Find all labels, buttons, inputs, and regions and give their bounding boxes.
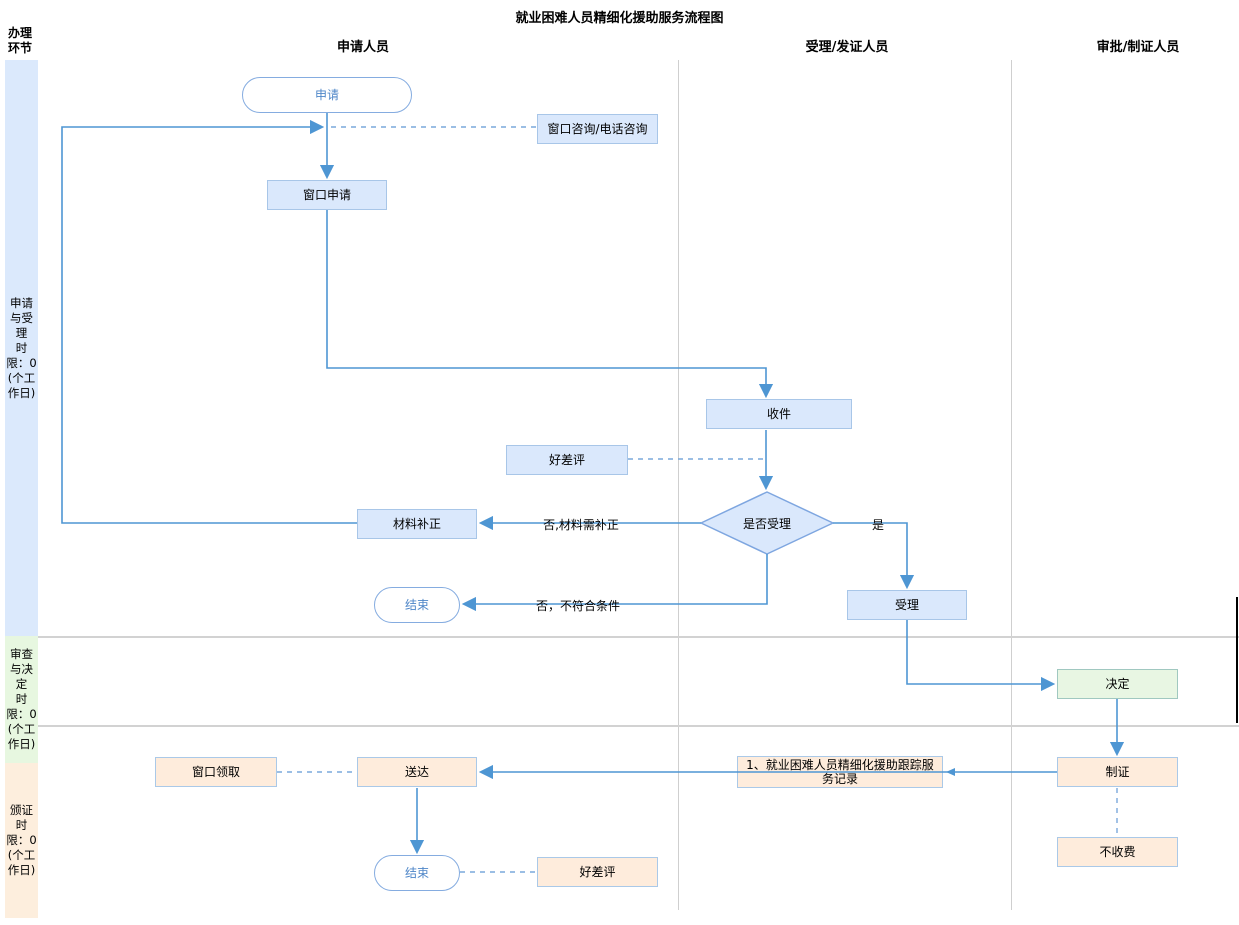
edge-accept-to-decide <box>906 620 1056 692</box>
edge-decision-to-accept <box>833 522 915 590</box>
column-header-acceptor: 受理/发证人员 <box>805 40 889 55</box>
column-header-applicant: 申请人员 <box>336 40 390 55</box>
edge-window-apply-to-receive <box>326 210 774 399</box>
node-decide: 决定 <box>1057 669 1178 699</box>
edge-arrowhead-track-record <box>946 768 955 776</box>
lane-divider-horizontal-1 <box>38 636 1239 638</box>
sidebar-section-apply-accept: 申请 与受 理 时 限：0 (个工 作日) <box>5 60 38 636</box>
node-no-fee: 不收费 <box>1057 837 1178 867</box>
node-review-top: 好差评 <box>506 445 628 475</box>
node-review-bottom: 好差评 <box>537 857 658 887</box>
column-header-approver: 审批/制证人员 <box>1096 40 1180 55</box>
page-title: 就业困难人员精细化援助服务流程图 <box>515 11 724 26</box>
node-apply: 申请 <box>242 77 412 113</box>
node-track-record: 1、就业困难人员精细化援助跟踪服务记录 <box>737 756 943 788</box>
lane-divider-horizontal-2 <box>38 725 1239 727</box>
node-end-bottom: 结束 <box>374 855 460 891</box>
lane-divider-vertical-1 <box>678 60 679 910</box>
lane-divider-vertical-2 <box>1011 60 1012 910</box>
node-make-cert: 制证 <box>1057 757 1178 787</box>
node-receive: 收件 <box>706 399 852 429</box>
edge-label-no-not-qualified: 否，不符合条件 <box>535 599 621 613</box>
node-window-apply: 窗口申请 <box>267 180 387 210</box>
edge-label-no-need-fix: 否,材料需补正 <box>543 518 619 532</box>
node-material-fix: 材料补正 <box>357 509 477 539</box>
sidebar-section-review-decide: 审查 与决 定 时 限：0 (个工 作日) <box>5 636 38 763</box>
node-is-accept-label: 是否受理 <box>742 516 791 531</box>
scrollbar-thumb[interactable] <box>1236 597 1238 723</box>
node-window-pickup: 窗口领取 <box>155 757 277 787</box>
sidebar-section-issue-cert: 颁证 时 限：0 (个工 作日) <box>5 763 38 918</box>
node-consult: 窗口咨询/电话咨询 <box>537 114 658 144</box>
edge-label-yes: 是 <box>872 518 885 532</box>
node-deliver: 送达 <box>357 757 477 787</box>
corner-label: 办理 环节 <box>8 26 33 55</box>
node-end-mid: 结束 <box>374 587 460 623</box>
node-accept: 受理 <box>847 590 967 620</box>
